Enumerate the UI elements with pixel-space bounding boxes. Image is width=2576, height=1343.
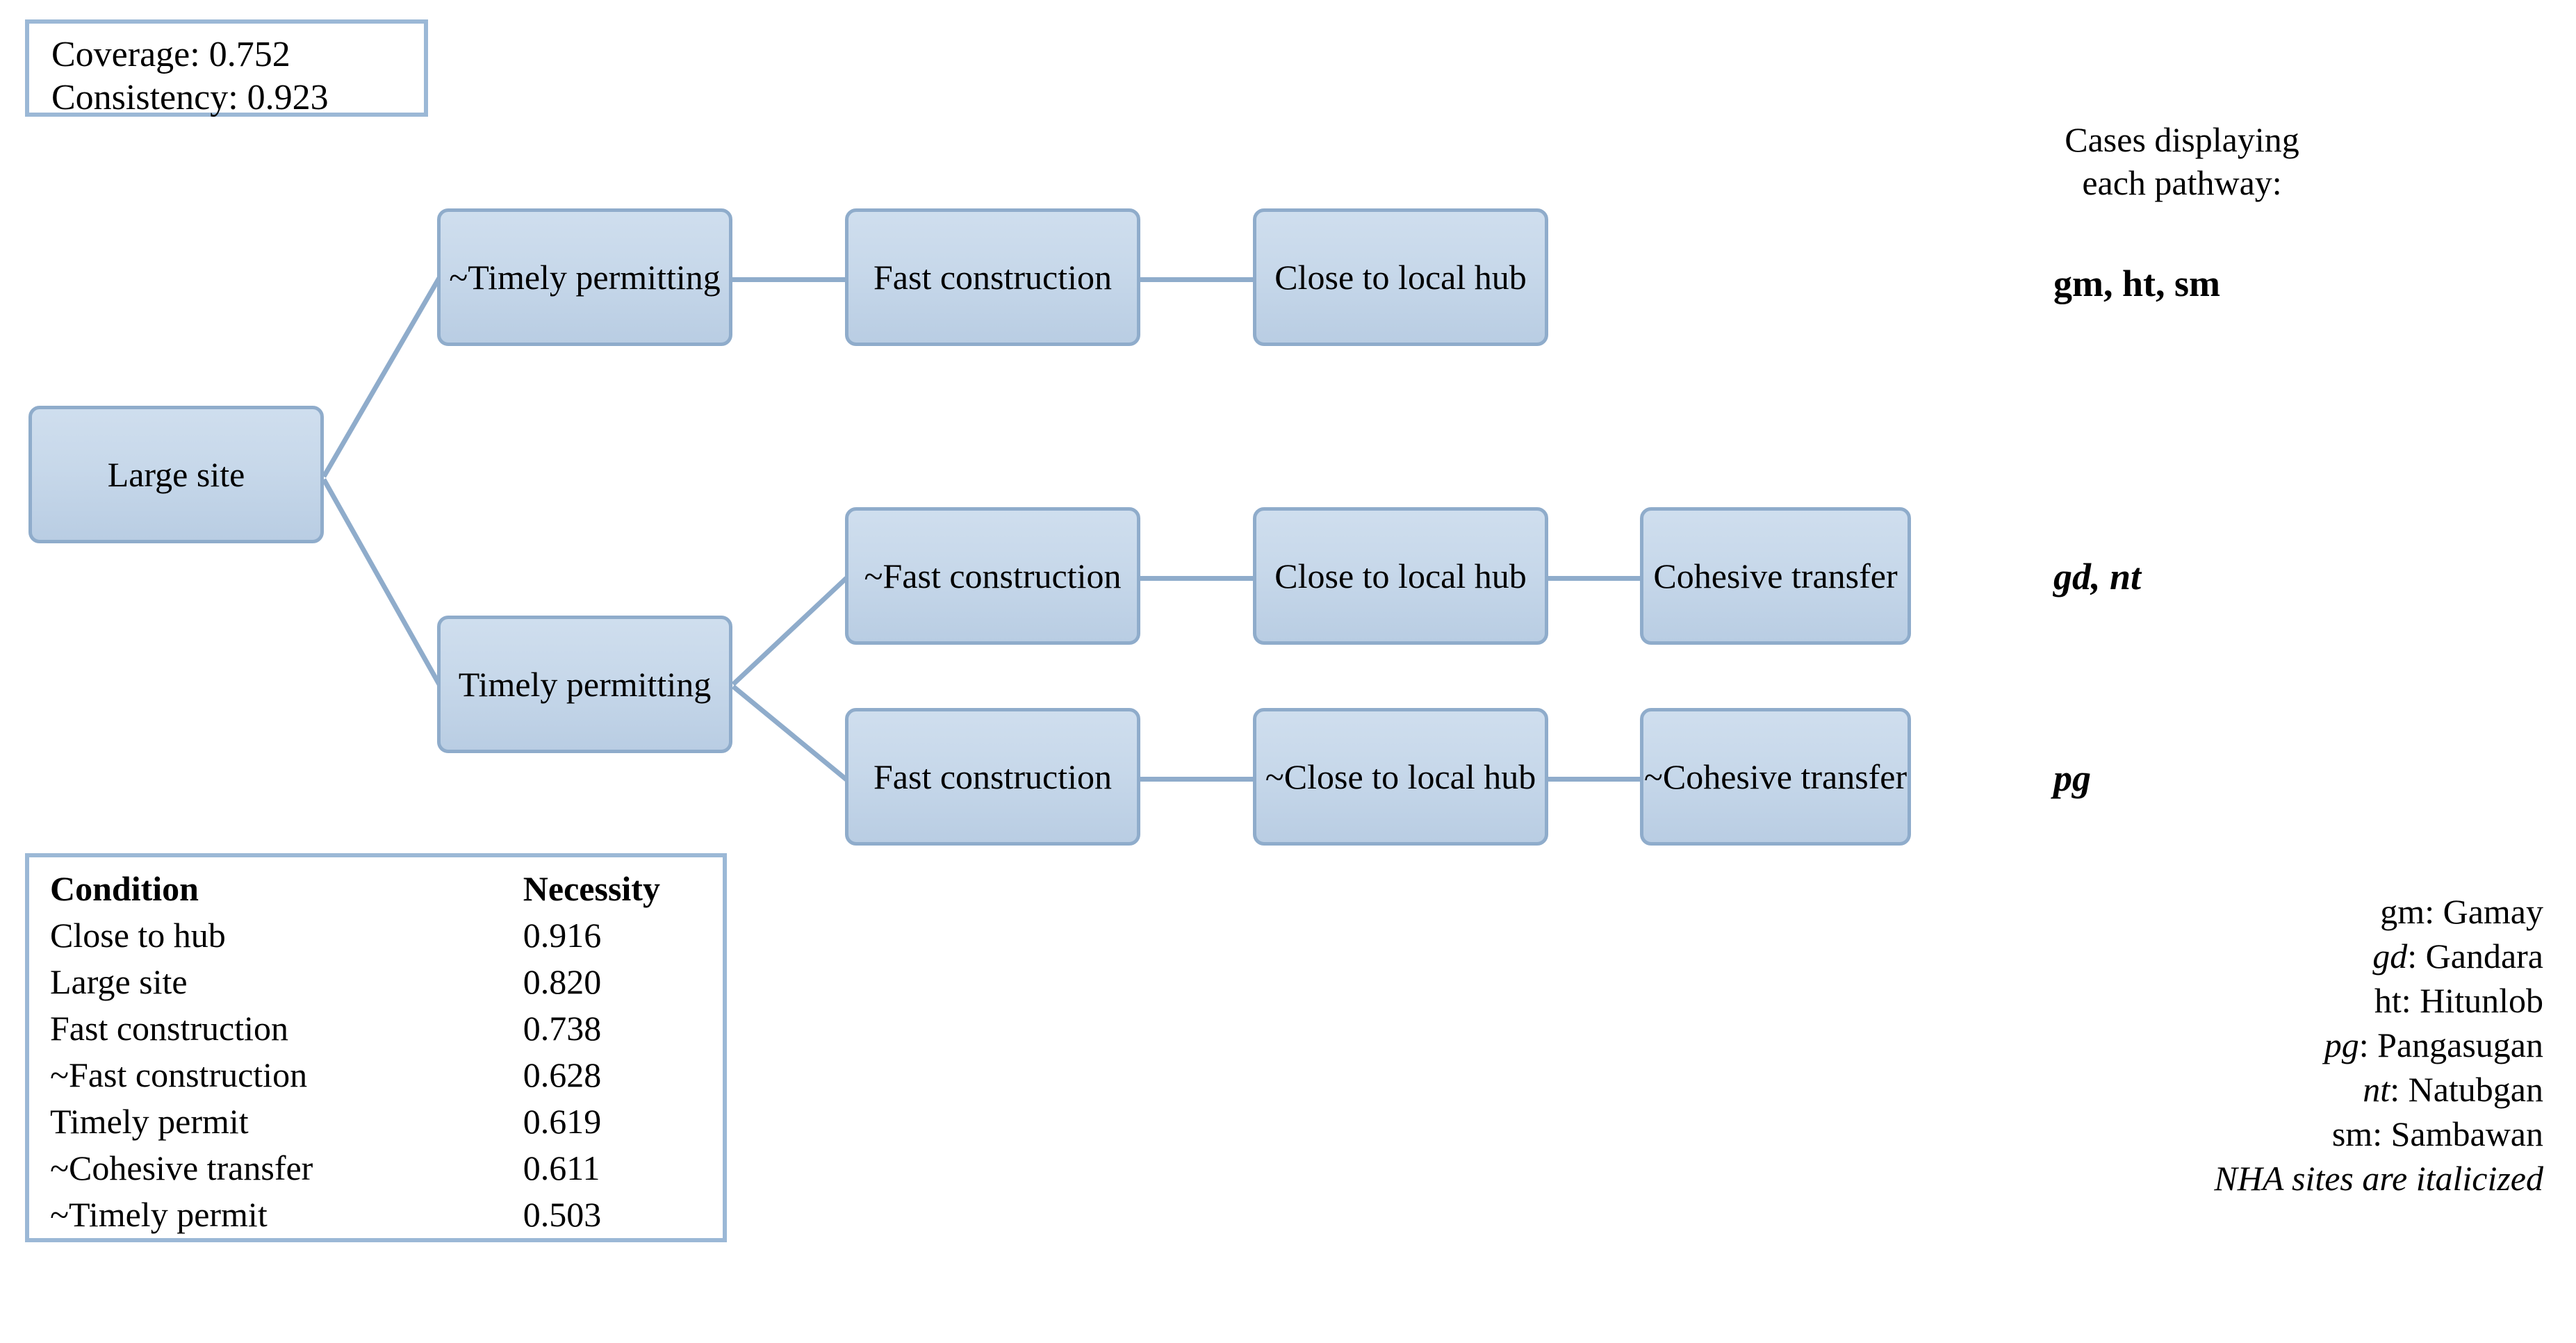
legend-note: NHA sites are italicized (2214, 1159, 2543, 1198)
cell-necessity: 0.738 (523, 1009, 602, 1048)
table-header-row: Condition Necessity (50, 866, 703, 912)
legend-name-pg: Pangasugan (2377, 1025, 2543, 1064)
node-not-close-to-local-hub-label: ~Close to local hub (1265, 757, 1536, 796)
node-close-to-local-hub-top[interactable]: Close to local hub (1253, 208, 1548, 346)
cases-row-top: gm, ht, sm (2053, 263, 2220, 304)
cell-necessity: 0.820 (523, 962, 602, 1001)
table-row: Large site 0.820 (50, 959, 703, 1005)
node-not-cohesive-transfer-label: ~Cohesive transfer (1643, 757, 1908, 796)
node-fast-construction-bottom-label: Fast construction (873, 757, 1113, 796)
node-not-timely-permitting-label: ~Timely permitting (449, 258, 721, 297)
column-header-necessity: Necessity (523, 869, 660, 908)
legend-name-sm: Sambawan (2390, 1114, 2543, 1153)
connector-top-1 (730, 277, 848, 282)
cases-header-line1: Cases displaying (2065, 120, 2299, 159)
connector-mid-2 (1546, 576, 1643, 581)
table-row: Close to hub 0.916 (50, 912, 703, 959)
legend-abbr-sm: sm (2331, 1114, 2373, 1153)
node-cohesive-transfer-label: Cohesive transfer (1653, 557, 1898, 595)
legend-item-nt: nt: Natubgan (2363, 1070, 2543, 1109)
legend-name-ht: Hitunlob (2420, 981, 2543, 1020)
cell-condition: Close to hub (50, 916, 226, 955)
table-row: Timely permit 0.619 (50, 1098, 703, 1145)
cases-panel-header: Cases displaying each pathway: (1987, 118, 2377, 204)
cell-necessity: 0.628 (523, 1055, 602, 1094)
node-fast-construction-bottom[interactable]: Fast construction (845, 708, 1140, 846)
coverage-text: Coverage: 0.752 (51, 35, 290, 74)
legend-abbr-gd: gd (2372, 937, 2408, 975)
node-not-timely-permitting[interactable]: ~Timely permitting (437, 208, 732, 346)
site-abbreviation-legend: gm: Gamay gd: Gandara ht: Hitunlob pg: P… (1876, 889, 2543, 1201)
node-large-site-label: Large site (107, 455, 245, 494)
table-row: ~Timely permit 0.503 (50, 1192, 703, 1238)
node-not-close-to-local-hub[interactable]: ~Close to local hub (1253, 708, 1548, 846)
node-not-fast-construction-label: ~Fast construction (864, 557, 1122, 595)
legend-name-gm: Gamay (2443, 892, 2543, 931)
legend-name-nt: Natubgan (2408, 1070, 2543, 1109)
table-row: ~Fast construction 0.628 (50, 1052, 703, 1098)
cases-row-middle: gd, nt (2053, 556, 2142, 598)
legend-abbr-pg: pg (2324, 1025, 2359, 1064)
node-cohesive-transfer[interactable]: Cohesive transfer (1640, 507, 1911, 645)
cell-condition: Large site (50, 962, 188, 1001)
connector-bot-1 (1138, 777, 1256, 782)
necessity-table: Condition Necessity Close to hub 0.916 L… (50, 866, 703, 1238)
legend-item-gd: gd: Gandara (2372, 937, 2543, 975)
cases-row-bottom: pg (2053, 757, 2091, 799)
node-timely-permitting[interactable]: Timely permitting (437, 616, 732, 753)
legend-item-gm: gm: Gamay (2380, 892, 2543, 931)
cases-header-line2: each pathway: (2082, 163, 2282, 202)
cell-necessity: 0.619 (523, 1102, 602, 1141)
connector-bot-2 (1546, 777, 1643, 782)
cell-necessity: 0.503 (523, 1195, 602, 1234)
table-row: Fast construction 0.738 (50, 1005, 703, 1052)
legend-name-gd: Gandara (2425, 937, 2543, 975)
cell-condition: Fast construction (50, 1009, 289, 1048)
summary-stats-box: Coverage: 0.752 Consistency: 0.923 (25, 19, 428, 117)
legend-item-pg: pg: Pangasugan (2324, 1025, 2543, 1064)
node-close-to-local-hub-mid-label: Close to local hub (1274, 557, 1527, 595)
legend-item-sm: sm: Sambawan (2331, 1114, 2543, 1153)
legend-abbr-gm: gm (2380, 892, 2425, 931)
node-close-to-local-hub-top-label: Close to local hub (1274, 258, 1527, 297)
column-header-condition: Condition (50, 869, 199, 908)
legend-item-ht: ht: Hitunlob (2374, 981, 2543, 1020)
node-not-fast-construction[interactable]: ~Fast construction (845, 507, 1140, 645)
node-fast-construction-top[interactable]: Fast construction (845, 208, 1140, 346)
cell-condition: Timely permit (50, 1102, 249, 1141)
node-large-site[interactable]: Large site (28, 406, 324, 543)
node-fast-construction-top-label: Fast construction (873, 258, 1113, 297)
necessity-table-box: Condition Necessity Close to hub 0.916 L… (25, 853, 727, 1242)
cell-condition: ~Fast construction (50, 1055, 308, 1094)
node-close-to-local-hub-mid[interactable]: Close to local hub (1253, 507, 1548, 645)
cell-condition: ~Cohesive transfer (50, 1148, 313, 1187)
cell-condition: ~Timely permit (50, 1195, 268, 1234)
legend-abbr-ht: ht (2374, 981, 2402, 1020)
table-row: ~Cohesive transfer 0.611 (50, 1145, 703, 1192)
node-not-cohesive-transfer[interactable]: ~Cohesive transfer (1640, 708, 1911, 846)
consistency-text: Consistency: 0.923 (51, 78, 329, 117)
legend-abbr-nt: nt (2363, 1070, 2390, 1109)
cell-necessity: 0.611 (523, 1148, 600, 1187)
connector-mid-1 (1138, 576, 1256, 581)
node-timely-permitting-label: Timely permitting (458, 665, 712, 704)
cell-necessity: 0.916 (523, 916, 602, 955)
connector-top-2 (1138, 277, 1256, 282)
